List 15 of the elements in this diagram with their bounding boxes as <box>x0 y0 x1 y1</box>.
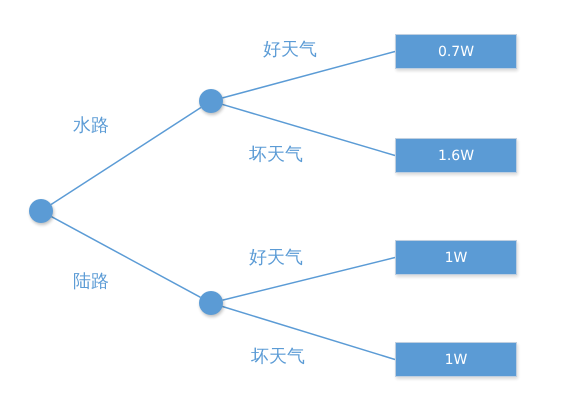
connector-line <box>50 106 202 206</box>
outcome-box: 1W <box>395 240 517 275</box>
edge-label: 好天气 <box>248 245 304 269</box>
connector-line <box>222 50 396 99</box>
outcome-box: 0.7W <box>395 34 517 69</box>
connector-line <box>222 256 396 301</box>
outcome-box: 1.6W <box>395 138 517 173</box>
connector-line <box>222 104 396 156</box>
connector-line <box>222 306 396 360</box>
chance-node-circle <box>199 89 223 113</box>
connector-line <box>51 216 201 298</box>
edge-label: 好天气 <box>262 37 318 61</box>
outcome-box: 1W <box>395 342 517 377</box>
chance-node-circle <box>29 199 53 223</box>
chance-node-circle <box>199 291 223 315</box>
